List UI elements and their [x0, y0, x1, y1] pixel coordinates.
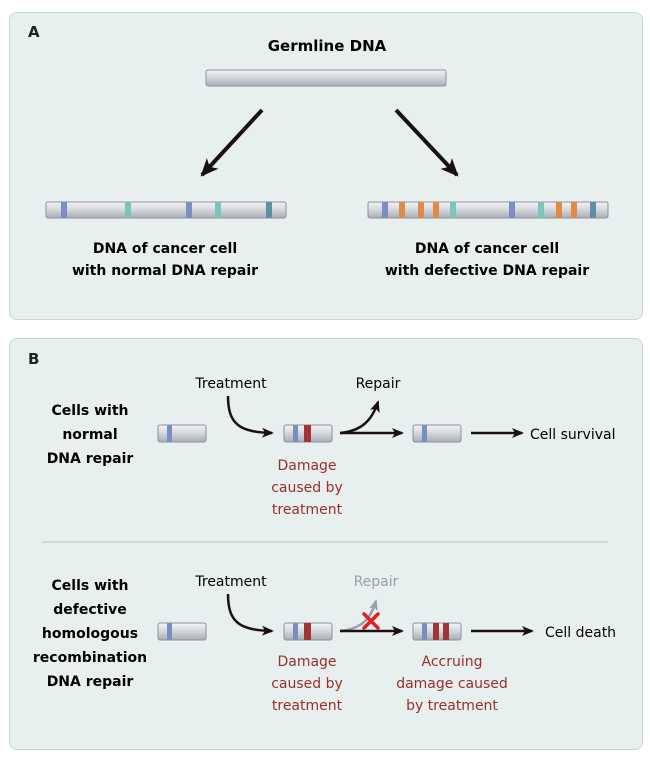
row2-treatment-arrow: [226, 593, 274, 636]
row1-damage-line3: treatment: [272, 502, 343, 518]
row1-outcome-label: Cell survival: [530, 427, 615, 443]
mutation-mark: [125, 202, 131, 218]
mutation-mark: [556, 202, 562, 218]
germline-dna-bar: [205, 69, 447, 87]
mutation-mark: [215, 202, 221, 218]
row2-repair-arrow-blocked: [339, 599, 378, 633]
row2-dna-accruing-damage: [412, 622, 462, 641]
row1-treatment-arrow: [226, 395, 274, 438]
mutation-mark: [433, 202, 439, 218]
mutation-mark: [571, 202, 577, 218]
mutation-mark: [450, 202, 456, 218]
mutation-mark: [382, 202, 388, 218]
row2-treatment-label: Treatment: [194, 574, 267, 590]
row2-accruing-line2: damage caused: [396, 676, 508, 692]
defective-cancer-dna-label-line2: with defective DNA repair: [385, 263, 589, 279]
row2-dna-damaged: [283, 622, 333, 641]
mutation-mark: [399, 202, 405, 218]
row1-damage-line2: caused by: [271, 480, 343, 496]
mutation-mark: [186, 202, 192, 218]
mutation-mark: [538, 202, 544, 218]
row2-damage-line3: treatment: [272, 698, 343, 714]
row2-dna-original: [157, 622, 207, 641]
row2-label-line2: defective: [53, 602, 127, 618]
mutation-mark: [61, 202, 67, 218]
arrow-to-defective-cancer-dna: [394, 108, 459, 177]
row2-label-line3: homologous: [42, 626, 138, 642]
mutation-mark: [590, 202, 596, 218]
repair-blocked-x-icon: [362, 612, 380, 630]
normal-cancer-dna-bar: [45, 201, 287, 219]
normal-cancer-dna-label-line2: with normal DNA repair: [72, 263, 258, 279]
row2-damage-line1: Damage: [277, 654, 336, 670]
panel-a-letter: A: [28, 23, 40, 41]
germline-dna-label: Germline DNA: [268, 37, 387, 55]
row1-treatment-label: Treatment: [194, 376, 267, 392]
row1-dna-repaired: [412, 424, 462, 443]
row1-label-line1: Cells with: [52, 403, 129, 419]
row2-outcome-label: Cell death: [545, 625, 616, 641]
row2-label-line1: Cells with: [52, 578, 129, 594]
mutation-mark: [509, 202, 515, 218]
row2-label-line5: DNA repair: [47, 674, 134, 690]
row2-damage-label: Damage caused by treatment: [271, 654, 343, 714]
defective-cancer-dna-label-line1: DNA of cancer cell: [415, 241, 559, 257]
row1-repair-arrow: [339, 400, 380, 435]
row2-label-line4: recombination: [33, 650, 147, 666]
row1-dna-original: [157, 424, 207, 443]
panel-b-letter: B: [28, 350, 39, 368]
row2-repair-label-blocked: Repair: [354, 574, 399, 590]
arrow-to-normal-cancer-dna: [200, 108, 264, 177]
row2-accruing-line1: Accruing: [421, 654, 482, 670]
row1-damage-line1: Damage: [277, 458, 336, 474]
row-defective-repair-label: Cells with defective homologous recombin…: [33, 578, 147, 690]
defective-cancer-dna-bar: [367, 201, 609, 219]
row2-accruing-line3: by treatment: [406, 698, 498, 714]
normal-cancer-dna-label-line1: DNA of cancer cell: [93, 241, 237, 257]
mutation-mark: [266, 202, 272, 218]
row1-label-line2: normal: [62, 427, 117, 443]
row-normal-repair-label: Cells with normal DNA repair: [47, 403, 134, 467]
row1-label-line3: DNA repair: [47, 451, 134, 467]
mutation-mark: [418, 202, 424, 218]
panel-a: [9, 12, 643, 320]
row1-repair-label: Repair: [356, 376, 401, 392]
row1-dna-damaged: [283, 424, 333, 443]
panel-b: [9, 338, 643, 750]
row2-accruing-label: Accruing damage caused by treatment: [396, 654, 508, 714]
row1-damage-label: Damage caused by treatment: [271, 458, 343, 518]
row2-damage-line2: caused by: [271, 676, 343, 692]
